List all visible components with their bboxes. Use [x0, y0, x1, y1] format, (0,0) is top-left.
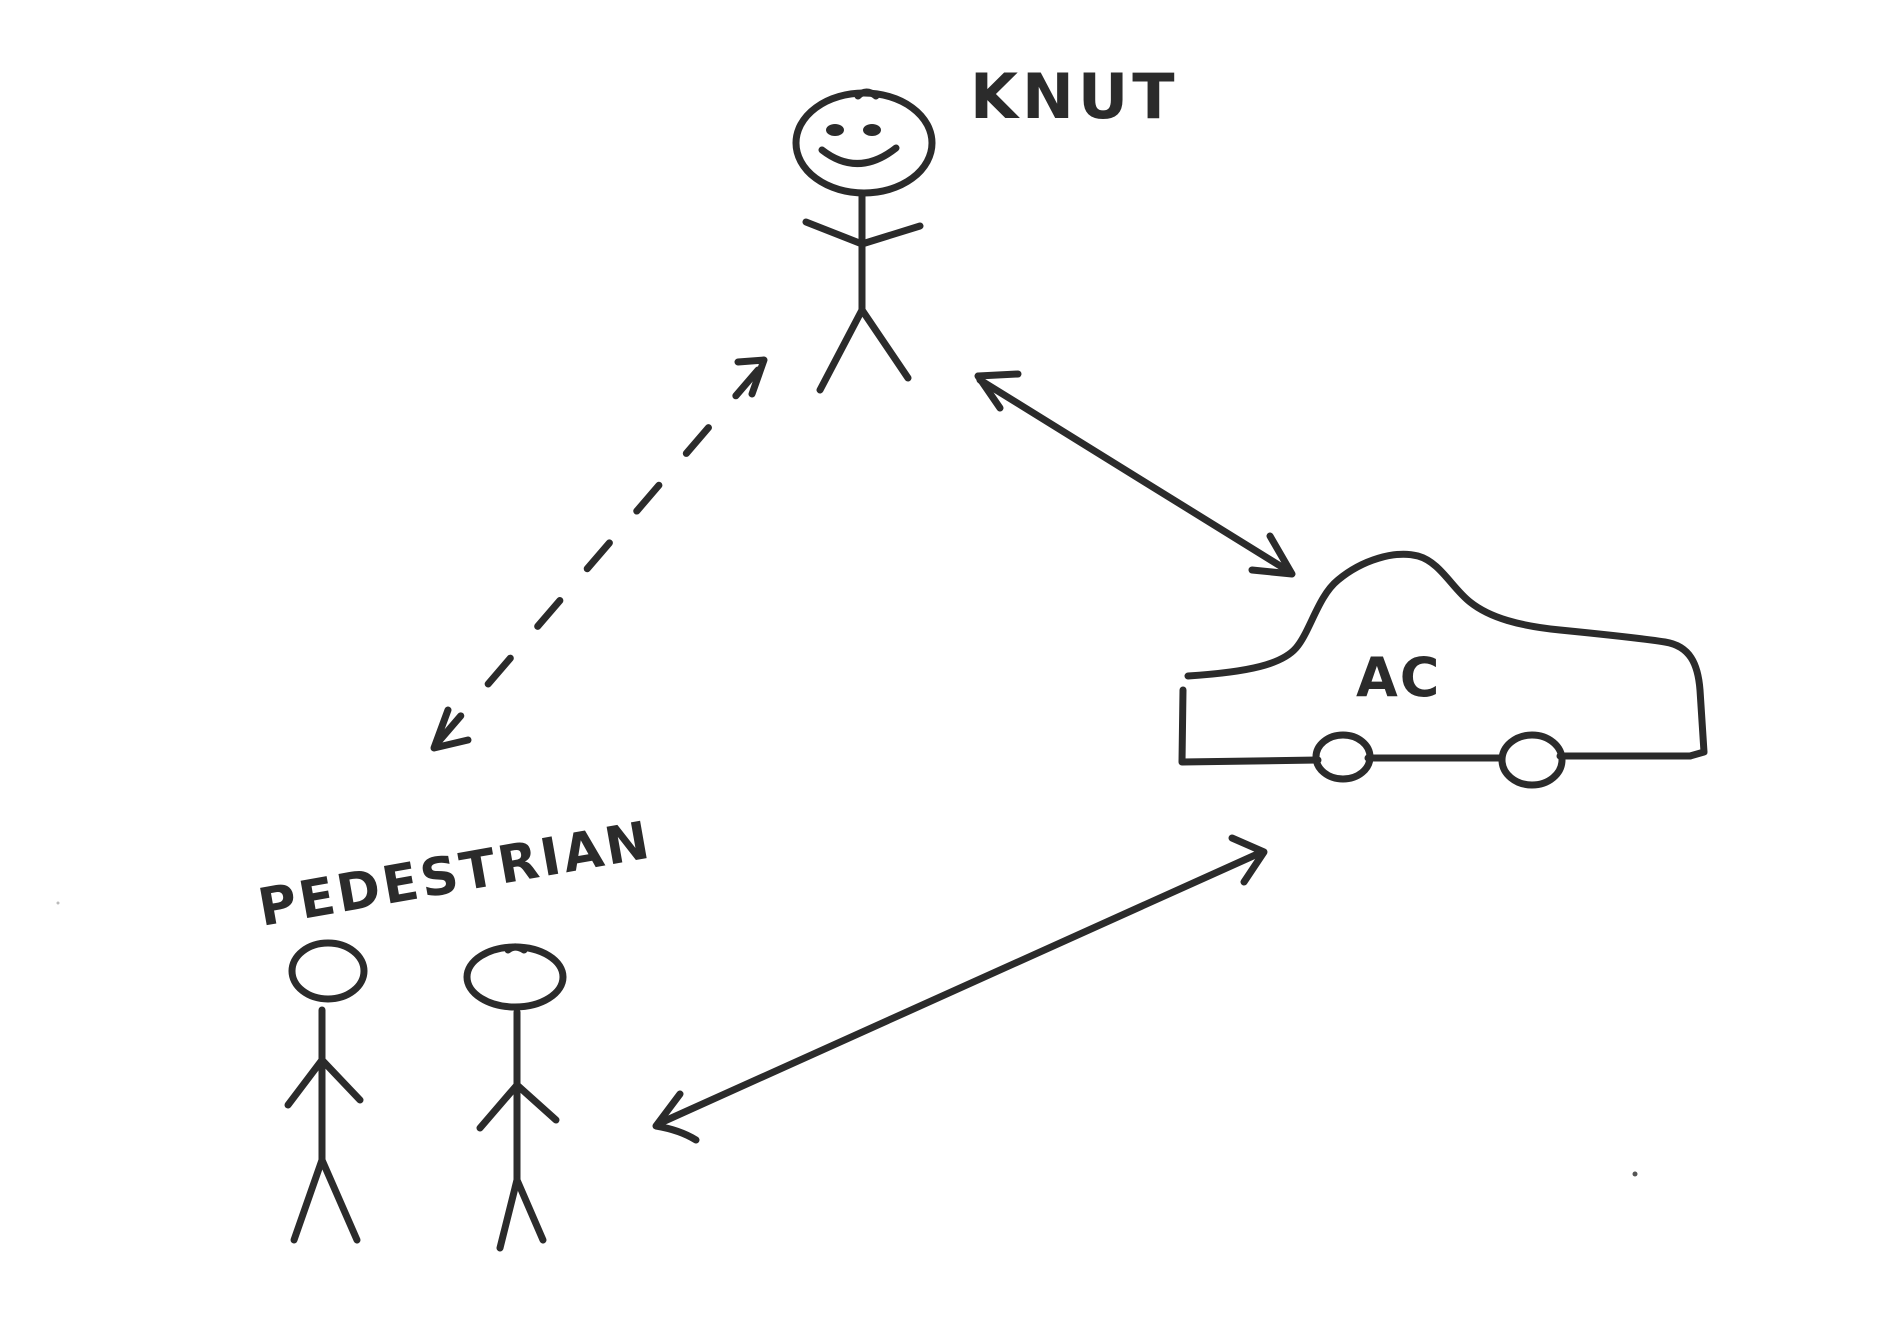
pedestrian-right-leg-a [496, 1176, 521, 1252]
knut-hair-curl [854, 88, 880, 100]
knut-left-leg [816, 306, 866, 394]
pedestrian-left-leg-a [290, 1156, 326, 1244]
arrow-knut-pedestrian-head-top [734, 356, 768, 398]
pedestrian-right-head [463, 943, 567, 1011]
paper-speck [1632, 1171, 1638, 1177]
arrow-knut-pedestrian [430, 356, 768, 752]
vehicle-car [1178, 550, 1708, 789]
knut-label: KNUT [970, 60, 1179, 133]
pedestrian-left-arms [284, 1056, 364, 1109]
arrow-vehicle-pedestrian-line [654, 848, 1266, 1128]
pedestrian-left-head [288, 939, 368, 1003]
paper-speck [56, 901, 60, 905]
car-front-wheel [1312, 731, 1374, 783]
arrow-knut-vehicle [974, 370, 1296, 578]
car-body-outline [1184, 550, 1708, 760]
arrow-knut-vehicle-head-top [974, 370, 1022, 412]
pedestrian-right-arms [476, 1081, 560, 1132]
knut-arms [802, 218, 924, 248]
pedestrian-left-leg-b [318, 1156, 361, 1244]
arrow-vehicle-pedestrian-head-right [1228, 834, 1268, 886]
pedestrian-label: PEDESTRIAN [254, 811, 657, 939]
knut-right-eye [863, 124, 881, 136]
arrow-vehicle-pedestrian [652, 834, 1268, 1144]
arrow-knut-pedestrian-head-bottom [430, 706, 472, 752]
knut-smile [818, 144, 900, 167]
knut-figure [792, 88, 936, 394]
pedestrian-right-hair [504, 943, 528, 954]
knut-head [792, 89, 936, 197]
vehicle-label: AC [1356, 646, 1441, 709]
car-rear-outline [1178, 686, 1322, 766]
car-rear-wheel [1498, 731, 1566, 789]
pedestrian-figure-left [284, 939, 368, 1244]
pedestrian-figure-right [463, 943, 567, 1252]
arrow-vehicle-pedestrian-head-left [652, 1090, 700, 1144]
arrow-knut-vehicle-line [976, 376, 1294, 576]
pedestrian-right-leg-b [513, 1176, 547, 1244]
knut-left-eye [826, 124, 844, 136]
arrow-knut-pedestrian-line [436, 366, 762, 744]
arrow-knut-vehicle-head-bottom [1248, 532, 1296, 578]
knut-right-leg [858, 306, 912, 382]
